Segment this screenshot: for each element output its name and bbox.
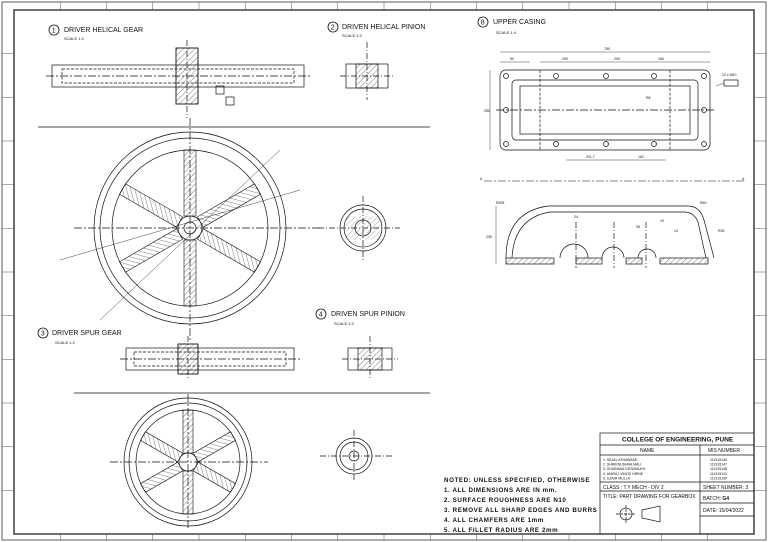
- casing-dim: 184: [658, 57, 664, 61]
- view-title: DRIVER SPUR GEAR: [52, 330, 122, 337]
- view-driven-spur-pinion: 4 DRIVEN SPUR PINION SCALE 1:2: [315, 308, 405, 482]
- batch-label: BATCH: G4: [703, 496, 729, 502]
- view-title: DRIVEN SPUR PINION: [331, 311, 405, 318]
- section-dim: R305: [496, 201, 504, 205]
- casing-dim: 201.7: [586, 155, 595, 159]
- view-title: DRIVEN HELICAL PINION: [342, 24, 425, 31]
- view-number-circle: [37, 327, 49, 339]
- member-name: 4. ANIRAJ VINOD HIRNE: [603, 472, 644, 476]
- casing-top-view: [489, 51, 739, 161]
- note-line: NOTED: UNLESS SPECIFIED, OTHERWISE: [444, 477, 590, 484]
- view-number: 4: [319, 312, 323, 319]
- section-mark: A: [742, 177, 745, 181]
- view-driven-helical-pinion: 2 DRIVEN HELICAL PINION SCALE 1:2: [318, 21, 425, 262]
- view-scale: SCALE 1:2: [334, 321, 355, 326]
- casing-dim: 162: [638, 155, 644, 159]
- view-number-circle: [327, 21, 339, 33]
- view-number: 3: [41, 331, 45, 338]
- section-dim: 35: [636, 225, 640, 229]
- section-dim: 235: [486, 235, 492, 239]
- member-name: 5. UZAIR MULLA: [603, 476, 631, 480]
- casing-section-view: [495, 205, 715, 268]
- view-scale: SCALE 1:2: [64, 36, 85, 41]
- view-number-circle: [48, 24, 60, 36]
- note-line: 2. SURFACE ROUGHNESS ARE N10: [444, 497, 566, 504]
- view-number: 2: [331, 25, 335, 32]
- section-dim: R60: [700, 201, 706, 205]
- view-title: DRIVER HELICAL GEAR: [64, 27, 143, 34]
- view-driver-helical-gear: 1 DRIVER HELICAL GEAR SCALE 1:2: [38, 24, 430, 340]
- note-line: 4. ALL CHAMFERS ARE 1mm: [444, 517, 544, 524]
- view-scale: SCALE 1:2: [55, 340, 76, 345]
- member-name: 3. SHUBHAM DESHMUKH: [603, 467, 646, 471]
- sheet-number: SHEET NUMBER: 3: [703, 485, 748, 491]
- view-driver-spur-gear: 3 DRIVER SPUR GEAR SCALE 1:2: [37, 327, 430, 530]
- spur-pinion-side-view: [342, 336, 398, 380]
- helical-pinion-side-view: [340, 42, 394, 100]
- date: DATE: 15/04/2022: [703, 508, 744, 514]
- general-notes: NOTED: UNLESS SPECIFIED, OTHERWISE 1. AL…: [444, 477, 597, 534]
- view-number-circle: [315, 308, 327, 320]
- member-mis: 111915141: [710, 472, 727, 476]
- title-block: [599, 432, 755, 535]
- helical-gear-front-view: [38, 118, 430, 340]
- spur-gear-front-view: [74, 392, 430, 530]
- section-dim: R35: [718, 229, 724, 233]
- casing-dim: 780: [604, 47, 610, 51]
- helical-gear-side-view: [46, 40, 310, 118]
- note-line: 5. ALL FILLET RADIUS ARE 2mm: [444, 527, 558, 534]
- casing-dim: 50: [510, 57, 514, 61]
- note-line: 1. ALL DIMENSIONS ARE IN mm.: [444, 487, 557, 494]
- helical-pinion-front-view: [318, 196, 400, 262]
- member-mis: 111915147: [710, 463, 727, 467]
- spur-pinion-front-view: [320, 430, 392, 482]
- spur-gear-side-view: [120, 336, 300, 380]
- member-mis: 111915140: [710, 458, 727, 462]
- view-number-circle: [477, 16, 489, 28]
- col-header-mis: MIS NUMBER: [708, 448, 740, 454]
- member-list: 1. SEJAL ATHAWADE 111915140 2. SHRIKRUSHNA…: [603, 458, 727, 480]
- note-line: 3. REMOVE ALL SHARP EDGES AND BURRS: [444, 507, 597, 514]
- view-number: 1: [52, 28, 56, 35]
- view-upper-casing: 8 UPPER CASING SCALE 1:4 780 50 200 200 …: [477, 16, 745, 268]
- college-name: COLLEGE OF ENGINEERING, PUNE: [622, 437, 734, 444]
- view-scale: SCALE 1:4: [496, 30, 517, 35]
- member-mis: 111915150: [710, 476, 727, 480]
- member-name: 2. SHRIKRUSHNA MALI: [603, 463, 641, 467]
- section-dim: 24: [574, 215, 578, 219]
- casing-dim: 280: [484, 109, 490, 113]
- member-name: 1. SEJAL ATHAWADE: [603, 458, 638, 462]
- section-dim: 10: [660, 219, 664, 223]
- casing-dim: 200: [614, 57, 620, 61]
- view-title: UPPER CASING: [493, 19, 546, 26]
- drawing-title: TITLE: PART DRAWING FOR GEARBOX: [603, 494, 696, 500]
- class-label: CLASS : T.Y MECH - DIV 2: [603, 485, 664, 491]
- col-header-name: NAME: [640, 448, 655, 454]
- casing-dim: R8: [646, 96, 651, 100]
- view-number: 8: [481, 20, 485, 27]
- section-mark: A: [480, 177, 483, 181]
- casing-dim: 200: [562, 57, 568, 61]
- member-mis: 111915148: [710, 467, 727, 471]
- view-scale: SCALE 1:2: [342, 33, 363, 38]
- casing-dim: 12 x M20: [722, 73, 736, 77]
- section-dim: 14: [674, 229, 678, 233]
